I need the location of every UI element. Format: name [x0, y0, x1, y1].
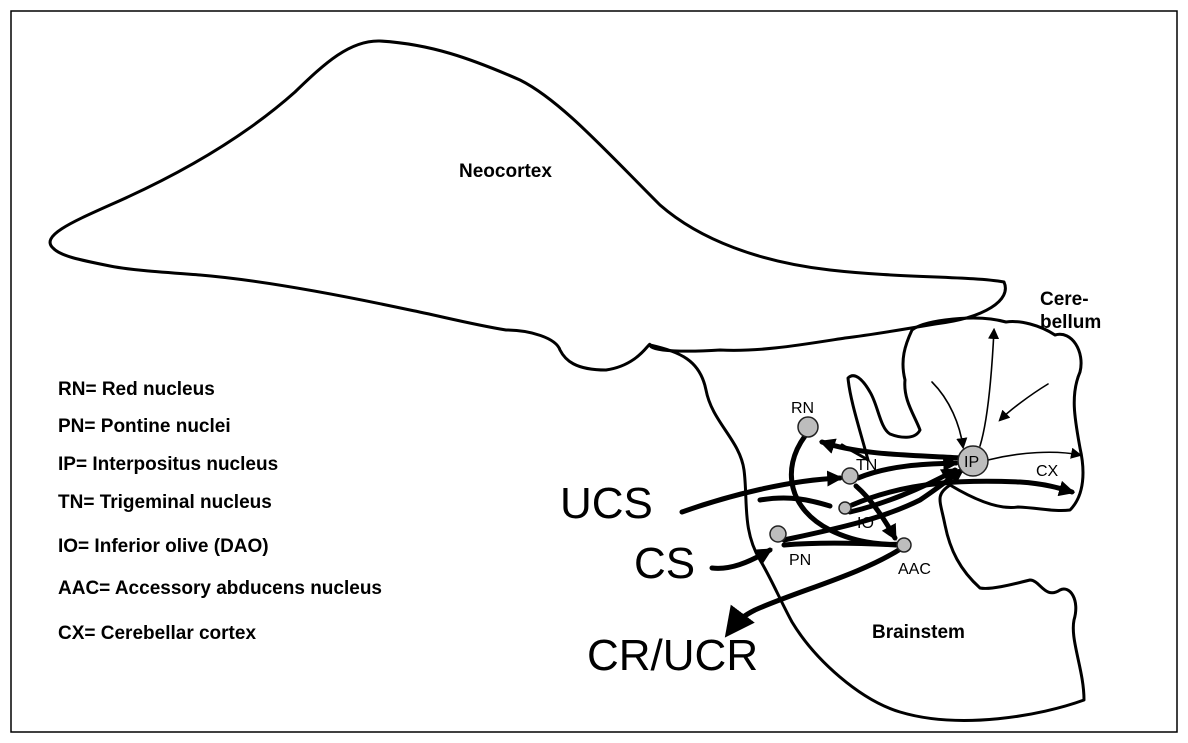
legend: RN= Red nucleus PN= Pontine nuclei IP= I…: [58, 379, 382, 644]
ucs-label: UCS: [560, 479, 653, 528]
legend-item-rn: RN= Red nucleus: [58, 379, 215, 400]
rn-label: RN: [791, 400, 814, 417]
pn-nucleus: [770, 526, 786, 542]
ip-to-cx-arrow: [988, 452, 1080, 460]
ctx-to-ip-arrow-1: [932, 382, 963, 447]
legend-item-pn: PN= Pontine nuclei: [58, 416, 231, 437]
cx-label: CX: [1036, 463, 1059, 480]
neocortex-outline: [50, 41, 1005, 370]
ip-label: IP: [964, 454, 979, 471]
legend-item-cx: CX= Cerebellar cortex: [58, 623, 256, 644]
aac-to-response-pathway: [732, 548, 902, 628]
io-label: IO: [857, 515, 874, 532]
neocortex-label: Neocortex: [459, 161, 552, 182]
io-nucleus: [839, 502, 851, 514]
pn-to-aac-pathway: [784, 543, 896, 545]
aac-nucleus: [897, 538, 911, 552]
ucs-to-tn-pathway: [682, 478, 840, 512]
legend-item-tn: TN= Trigeminal nucleus: [58, 492, 272, 513]
aac-label: AAC: [898, 561, 931, 578]
cs-to-pn-pathway: [712, 550, 770, 568]
pn-label: PN: [789, 552, 811, 569]
legend-item-io: IO= Inferior olive (DAO): [58, 536, 269, 557]
rn-nucleus: [798, 417, 818, 437]
cerebellum-label-line2: bellum: [1040, 312, 1101, 333]
legend-item-ip: IP= Interpositus nucleus: [58, 454, 278, 475]
ip-to-ctx-arrow-up: [980, 330, 994, 446]
ctx-to-ip-arrow-2: [1000, 384, 1048, 420]
cerebellum-label-line1: Cere-: [1040, 289, 1089, 310]
tn-label: TN: [856, 457, 877, 474]
cs-label: CS: [634, 539, 695, 588]
response-label: CR/UCR: [587, 631, 758, 680]
legend-item-aac: AAC= Accessory abducens nucleus: [58, 578, 382, 599]
brainstem-label: Brainstem: [872, 622, 965, 643]
